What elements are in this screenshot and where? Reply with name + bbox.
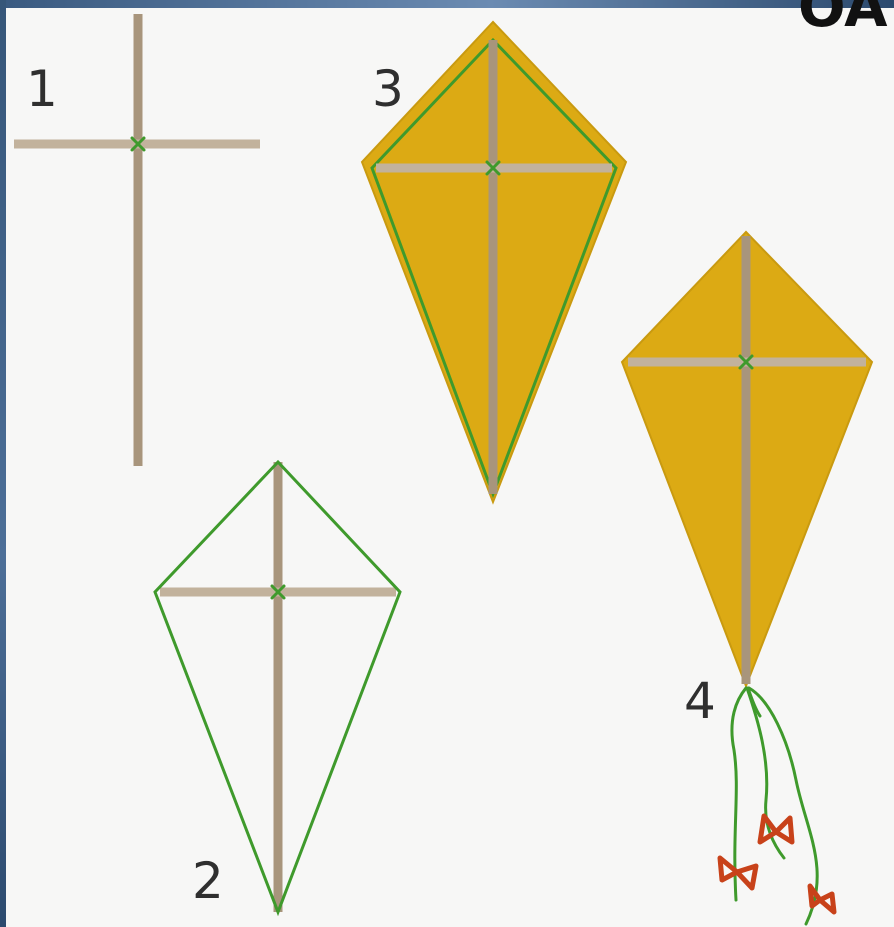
step-1-group: 1 (14, 14, 260, 466)
corner-text: OA (798, 0, 888, 40)
cross-mark-icon (738, 354, 754, 370)
step-3-group: 3 (360, 20, 628, 505)
step-3-number: 3 (372, 60, 404, 118)
step-2-string-outline (153, 459, 402, 917)
step-4-group: 4 (620, 230, 874, 926)
bow-icon (757, 813, 795, 845)
tail-right (747, 686, 819, 926)
tail-left (730, 686, 748, 902)
slide-frame-left (0, 0, 6, 927)
tail-short (746, 686, 762, 718)
tail-middle (745, 686, 786, 860)
cross-mark-icon (130, 136, 146, 152)
step-4-number: 4 (684, 672, 716, 730)
step-2-number: 2 (192, 852, 224, 910)
bow-icon (717, 855, 759, 891)
step-2-group: 2 (153, 459, 402, 917)
step-1-number: 1 (26, 60, 58, 118)
bow-icon (807, 883, 837, 915)
slide-frame-top (0, 0, 894, 8)
kite-tails (730, 686, 819, 926)
cross-mark-icon (485, 160, 501, 176)
cross-mark-icon (270, 584, 286, 600)
